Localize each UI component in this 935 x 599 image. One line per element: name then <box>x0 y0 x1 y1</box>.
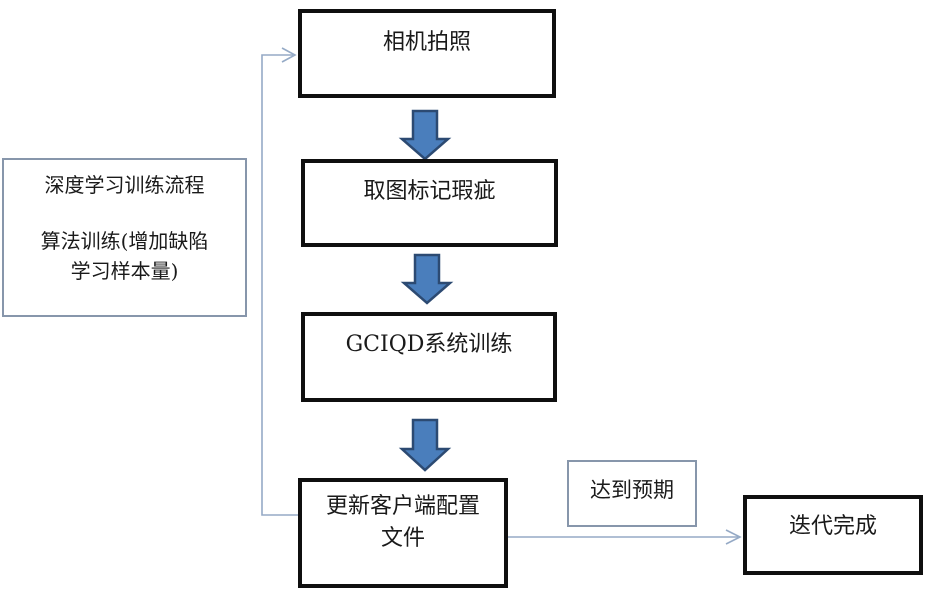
label-expectation-text: 达到预期 <box>590 478 674 502</box>
label-expectation: 达到预期 <box>567 460 697 527</box>
node-mark-defects: 取图标记瑕疵 <box>301 159 558 247</box>
node-update-config-label-line1: 更新客户端配置 <box>325 494 480 519</box>
node-update-config-label-line2: 文件 <box>380 526 425 551</box>
down-block-arrow-2 <box>400 253 454 305</box>
note-line-2: 算法训练(增加缺陷 <box>40 229 209 253</box>
node-system-training: GCIQD系统训练 <box>301 312 557 402</box>
note-line-1: 深度学习训练流程 <box>44 173 205 197</box>
down-block-arrow-1 <box>398 109 452 161</box>
feedback-arrowhead-icon <box>281 47 297 63</box>
note-line-3: 学习样本量) <box>70 259 179 283</box>
node-mark-defects-label: 取图标记瑕疵 <box>363 179 496 204</box>
node-update-config: 更新客户端配置 文件 <box>298 478 508 588</box>
note-training-process: 深度学习训练流程 算法训练(增加缺陷 学习样本量) <box>2 158 247 317</box>
done-arrowhead-icon <box>725 529 742 545</box>
node-iteration-done: 迭代完成 <box>743 495 923 575</box>
node-camera: 相机拍照 <box>298 9 556 98</box>
node-camera-label: 相机拍照 <box>382 30 471 55</box>
node-system-training-label: GCIQD系统训练 <box>345 332 513 357</box>
feedback-connector <box>261 54 298 516</box>
down-block-arrow-3 <box>398 418 452 472</box>
node-iteration-done-label: 迭代完成 <box>788 514 877 539</box>
